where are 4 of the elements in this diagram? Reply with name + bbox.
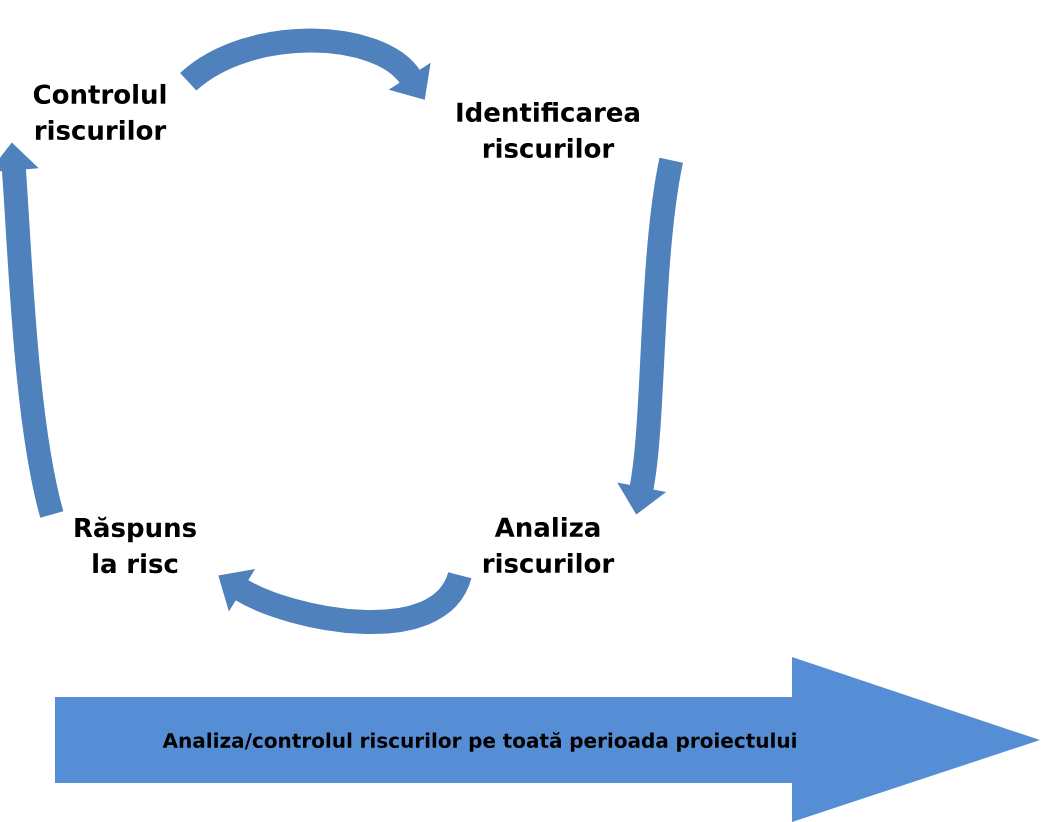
step-label: Identificarea riscurilor: [457, 101, 639, 159]
step-label: Controlul riscurilor: [33, 83, 167, 141]
step-label: Analiza riscurilor: [483, 516, 615, 574]
step-label: Răspuns la risc: [75, 516, 196, 574]
